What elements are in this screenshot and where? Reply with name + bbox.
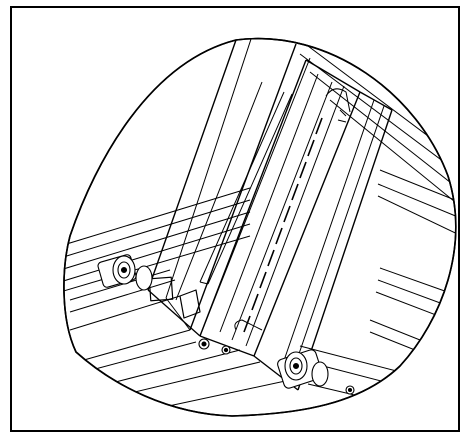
corner-tab (179, 289, 201, 319)
center-slot-rail (199, 59, 361, 357)
right-roller (277, 349, 329, 389)
right-guide-rail (234, 91, 393, 391)
left-roller (97, 254, 153, 291)
mounting-plate (148, 276, 174, 302)
detail-circle-edge (63, 37, 457, 417)
bottom-screws (198, 338, 355, 395)
